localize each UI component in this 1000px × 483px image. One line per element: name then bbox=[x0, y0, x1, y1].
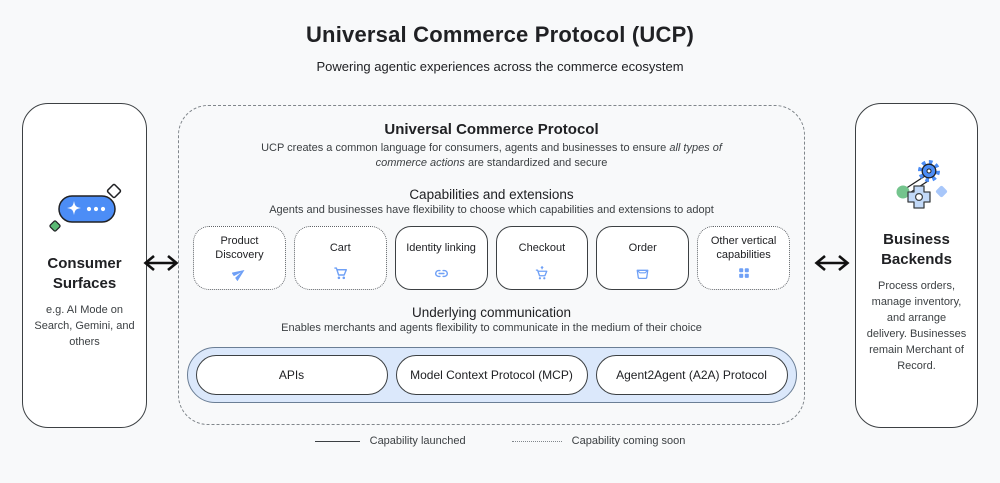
communication-section-subtitle: Enables merchants and agents flexibility… bbox=[281, 321, 702, 334]
consumer-surfaces-box: Consumer Surfaces e.g. AI Mode on Search… bbox=[22, 103, 147, 428]
grid-icon bbox=[737, 266, 751, 281]
capabilities-section-subtitle: Agents and businesses have flexibility t… bbox=[269, 203, 714, 216]
legend-launched-label: Capability launched bbox=[369, 435, 466, 447]
capability-checkout: Checkout bbox=[495, 225, 589, 290]
consumer-surfaces-title: Consumer Surfaces bbox=[47, 255, 122, 292]
package-icon bbox=[635, 266, 650, 281]
communication-band: APIs Model Context Protocol (MCP) Agent2… bbox=[186, 346, 797, 403]
capability-other-vertical: Other vertical capabilities bbox=[697, 225, 790, 290]
capability-label: Identity linking bbox=[406, 241, 476, 254]
capabilities-section-title: Capabilities and extensions bbox=[409, 186, 574, 202]
send-icon bbox=[231, 266, 247, 281]
legend-coming-soon-label: Capability coming soon bbox=[571, 435, 686, 447]
legend: Capability launched Capability coming so… bbox=[0, 435, 1000, 447]
communication-section-title: Underlying communication bbox=[411, 304, 572, 320]
ai-sparkle-pill-icon bbox=[43, 180, 127, 240]
ucp-panel: Universal Commerce Protocol UCP creates … bbox=[178, 105, 805, 425]
legend-coming-soon: Capability coming soon bbox=[511, 435, 686, 447]
gears-icon bbox=[878, 156, 956, 216]
capability-label: Cart bbox=[329, 241, 351, 254]
ucp-description-italic: all types of commerce actions bbox=[375, 142, 722, 170]
capabilities-row: Product Discovery Cart Identity linking bbox=[179, 225, 804, 290]
protocol-pill-a2a: Agent2Agent (A2A) Protocol bbox=[595, 354, 788, 395]
capability-order: Order bbox=[596, 225, 690, 290]
legend-launched: Capability launched bbox=[314, 435, 466, 447]
left-bidirectional-arrow-icon bbox=[143, 254, 179, 272]
business-backends-description: Process orders, manage inventory, and ar… bbox=[866, 280, 967, 372]
capability-identity-linking: Identity linking bbox=[394, 225, 488, 290]
consumer-surfaces-description: e.g. AI Mode on Search, Gemini, and othe… bbox=[34, 304, 135, 348]
solid-line-icon bbox=[314, 440, 360, 442]
ucp-panel-description: UCP creates a common language for consum… bbox=[253, 141, 731, 172]
link-icon bbox=[434, 266, 449, 281]
capability-label: Order bbox=[628, 241, 657, 254]
capability-label: Checkout bbox=[518, 241, 566, 254]
cart-checkout-icon bbox=[534, 265, 549, 281]
capability-label: Other vertical capabilities bbox=[710, 235, 777, 261]
capability-label: Product Discovery bbox=[215, 235, 264, 261]
ucp-panel-title: Universal Commerce Protocol bbox=[384, 121, 599, 138]
dotted-line-icon bbox=[511, 440, 562, 442]
cart-icon bbox=[333, 266, 348, 281]
capability-cart: Cart bbox=[293, 225, 387, 290]
ucp-description-suffix: are standardized and secure bbox=[464, 157, 608, 170]
protocol-pill-mcp: Model Context Protocol (MCP) bbox=[395, 354, 588, 395]
protocol-pill-apis: APIs bbox=[195, 354, 388, 395]
business-backends-title: Business Backends bbox=[881, 231, 952, 268]
capability-product-discovery: Product Discovery bbox=[193, 225, 286, 290]
page-subtitle: Powering agentic experiences across the … bbox=[316, 59, 684, 74]
page-title: Universal Commerce Protocol (UCP) bbox=[305, 22, 695, 47]
ucp-description-prefix: UCP creates a common language for consum… bbox=[261, 142, 670, 154]
right-bidirectional-arrow-icon bbox=[814, 254, 850, 272]
business-backends-box: Business Backends Process orders, manage… bbox=[855, 103, 978, 428]
